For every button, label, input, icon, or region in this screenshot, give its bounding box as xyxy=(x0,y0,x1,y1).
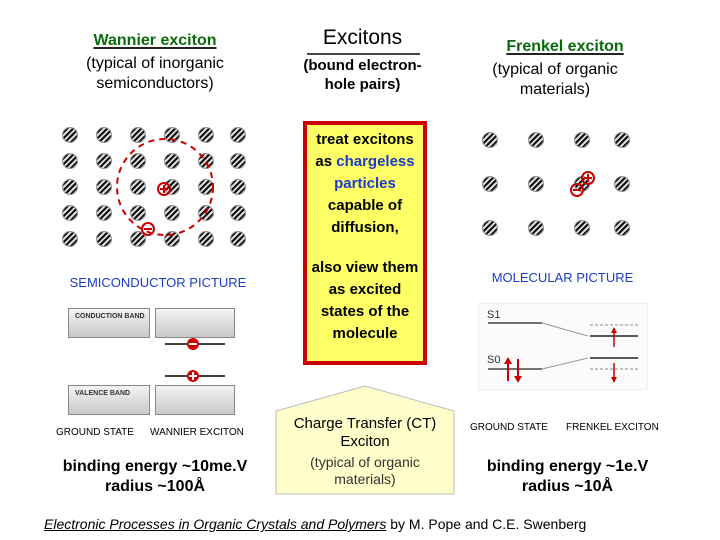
electron-level-icon xyxy=(187,338,199,350)
frenkel-charges xyxy=(570,171,595,197)
conduction-band-excited xyxy=(155,308,235,338)
electron-charge-icon xyxy=(141,222,155,236)
excitons-title: Excitons xyxy=(322,26,403,49)
wannier-subtitle: (typical of inorganic semiconductors) xyxy=(86,55,224,92)
hole-level-icon xyxy=(187,370,199,382)
excited-spin-up-icon xyxy=(611,327,617,347)
ct-exciton-title: Charge Transfer (CT) Exciton xyxy=(293,415,437,450)
description-text-c: capable of diffusion, xyxy=(327,197,403,236)
molecular-picture-label: MOLECULAR PICTURE xyxy=(491,270,634,285)
footer-reference: Electronic Processes in Organic Crystals… xyxy=(44,516,704,532)
wannier-levels xyxy=(165,338,225,382)
s1-label: S1 xyxy=(487,309,501,321)
conduction-band-ground: CONDUCTION BAND xyxy=(68,308,150,338)
frenkel-binding-energy: binding energy ~1e.V xyxy=(486,458,649,475)
s0-label: S0 xyxy=(487,354,501,366)
exciton-description-1: treat excitons as chargeless particles c… xyxy=(307,129,423,239)
wannier-exciton-label: WANNIER EXCITON xyxy=(150,427,244,438)
molecular-levels xyxy=(488,322,638,383)
valence-band-excited xyxy=(155,385,235,415)
description-text-b: chargeless particles xyxy=(334,153,415,192)
frenkel-ground-state-label: GROUND STATE xyxy=(470,422,548,433)
valence-band-ground: VALENCE BAND xyxy=(68,385,150,415)
wannier-ground-state-label: GROUND STATE xyxy=(56,427,134,438)
frenkel-radius: radius ~10Å xyxy=(521,478,614,495)
semiconductor-picture-label: SEMICONDUCTOR PICTURE xyxy=(69,275,247,290)
frenkel-subtitle: (typical of organic materials) xyxy=(492,61,618,98)
ct-exciton-subtitle: (typical of organic materials) xyxy=(310,454,420,487)
wannier-lattice xyxy=(60,125,250,250)
electron-charge-icon xyxy=(570,183,584,197)
wannier-radius: radius ~100Å xyxy=(104,478,206,495)
book-authors: by M. Pope and C.E. Swenberg xyxy=(390,516,587,532)
ct-callout-shape xyxy=(275,385,455,495)
spin-up-arrow-icon xyxy=(504,357,512,381)
excited-spin-down-icon xyxy=(611,363,617,383)
conduction-band-label: CONDUCTION BAND xyxy=(75,313,145,320)
frenkel-exciton-label: FRENKEL EXCITON xyxy=(566,422,659,433)
frenkel-title: Frenkel exciton xyxy=(506,38,624,55)
frenkel-lattice xyxy=(480,130,630,240)
exciton-description-2: also view them as excited states of the … xyxy=(311,259,419,342)
excitons-subtitle: (bound electron-hole pairs) xyxy=(303,57,422,93)
hole-charge-icon xyxy=(157,182,171,196)
book-title: Electronic Processes in Organic Crystals… xyxy=(44,516,387,532)
highlight-box: treat excitons as chargeless particles c… xyxy=(303,121,427,365)
spin-down-arrow-icon xyxy=(514,359,522,383)
wannier-title: Wannier exciton xyxy=(93,32,217,49)
hole-charge-icon xyxy=(581,171,595,185)
valence-band-label: VALENCE BAND xyxy=(75,390,131,397)
molecular-diagram xyxy=(478,303,648,390)
wannier-binding-energy: binding energy ~10me.V xyxy=(62,458,248,475)
description-text-a: treat excitons as xyxy=(315,131,414,170)
wannier-orbit xyxy=(116,138,214,236)
title-underline xyxy=(307,53,420,55)
